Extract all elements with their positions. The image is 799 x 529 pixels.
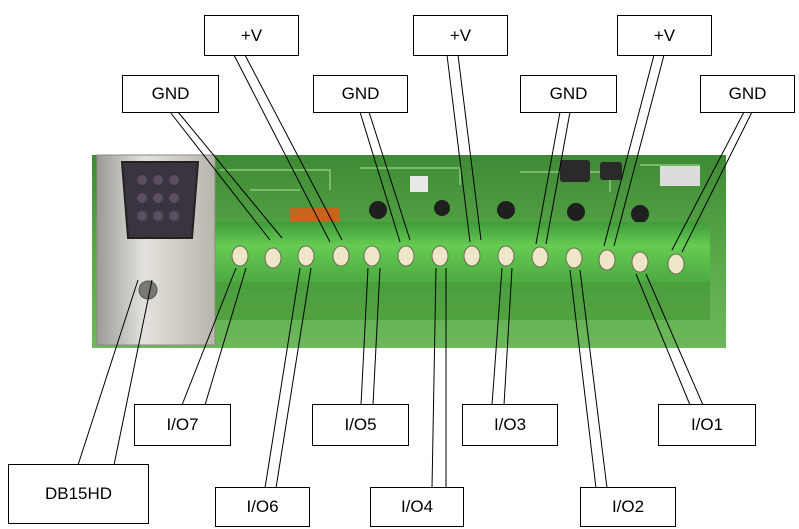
leader-lines <box>77 54 753 489</box>
callout-gnd-2: GND <box>313 75 408 113</box>
callout-io4: I/O4 <box>370 487 464 527</box>
callout-io1: I/O1 <box>658 404 756 446</box>
callout-io3: I/O3 <box>462 404 558 446</box>
terminal-block <box>215 222 710 290</box>
callout-io5: I/O5 <box>312 404 409 446</box>
callout-io7: I/O7 <box>134 404 231 446</box>
pcb-posts <box>369 200 649 223</box>
pcb-components <box>290 160 700 222</box>
db15hd-connector <box>96 154 216 346</box>
terminal-pins <box>231 245 685 275</box>
callout-db15hd: DB15HD <box>8 464 149 524</box>
callout-vplus-2: +V <box>413 15 508 56</box>
callout-gnd-4: GND <box>700 75 795 113</box>
callout-vplus-3: +V <box>617 15 712 56</box>
callout-gnd-1: GND <box>122 75 219 113</box>
callout-io2: I/O2 <box>580 487 676 527</box>
callout-io6: I/O6 <box>215 487 310 527</box>
callout-gnd-3: GND <box>520 75 617 113</box>
callout-vplus-1: +V <box>204 15 299 56</box>
